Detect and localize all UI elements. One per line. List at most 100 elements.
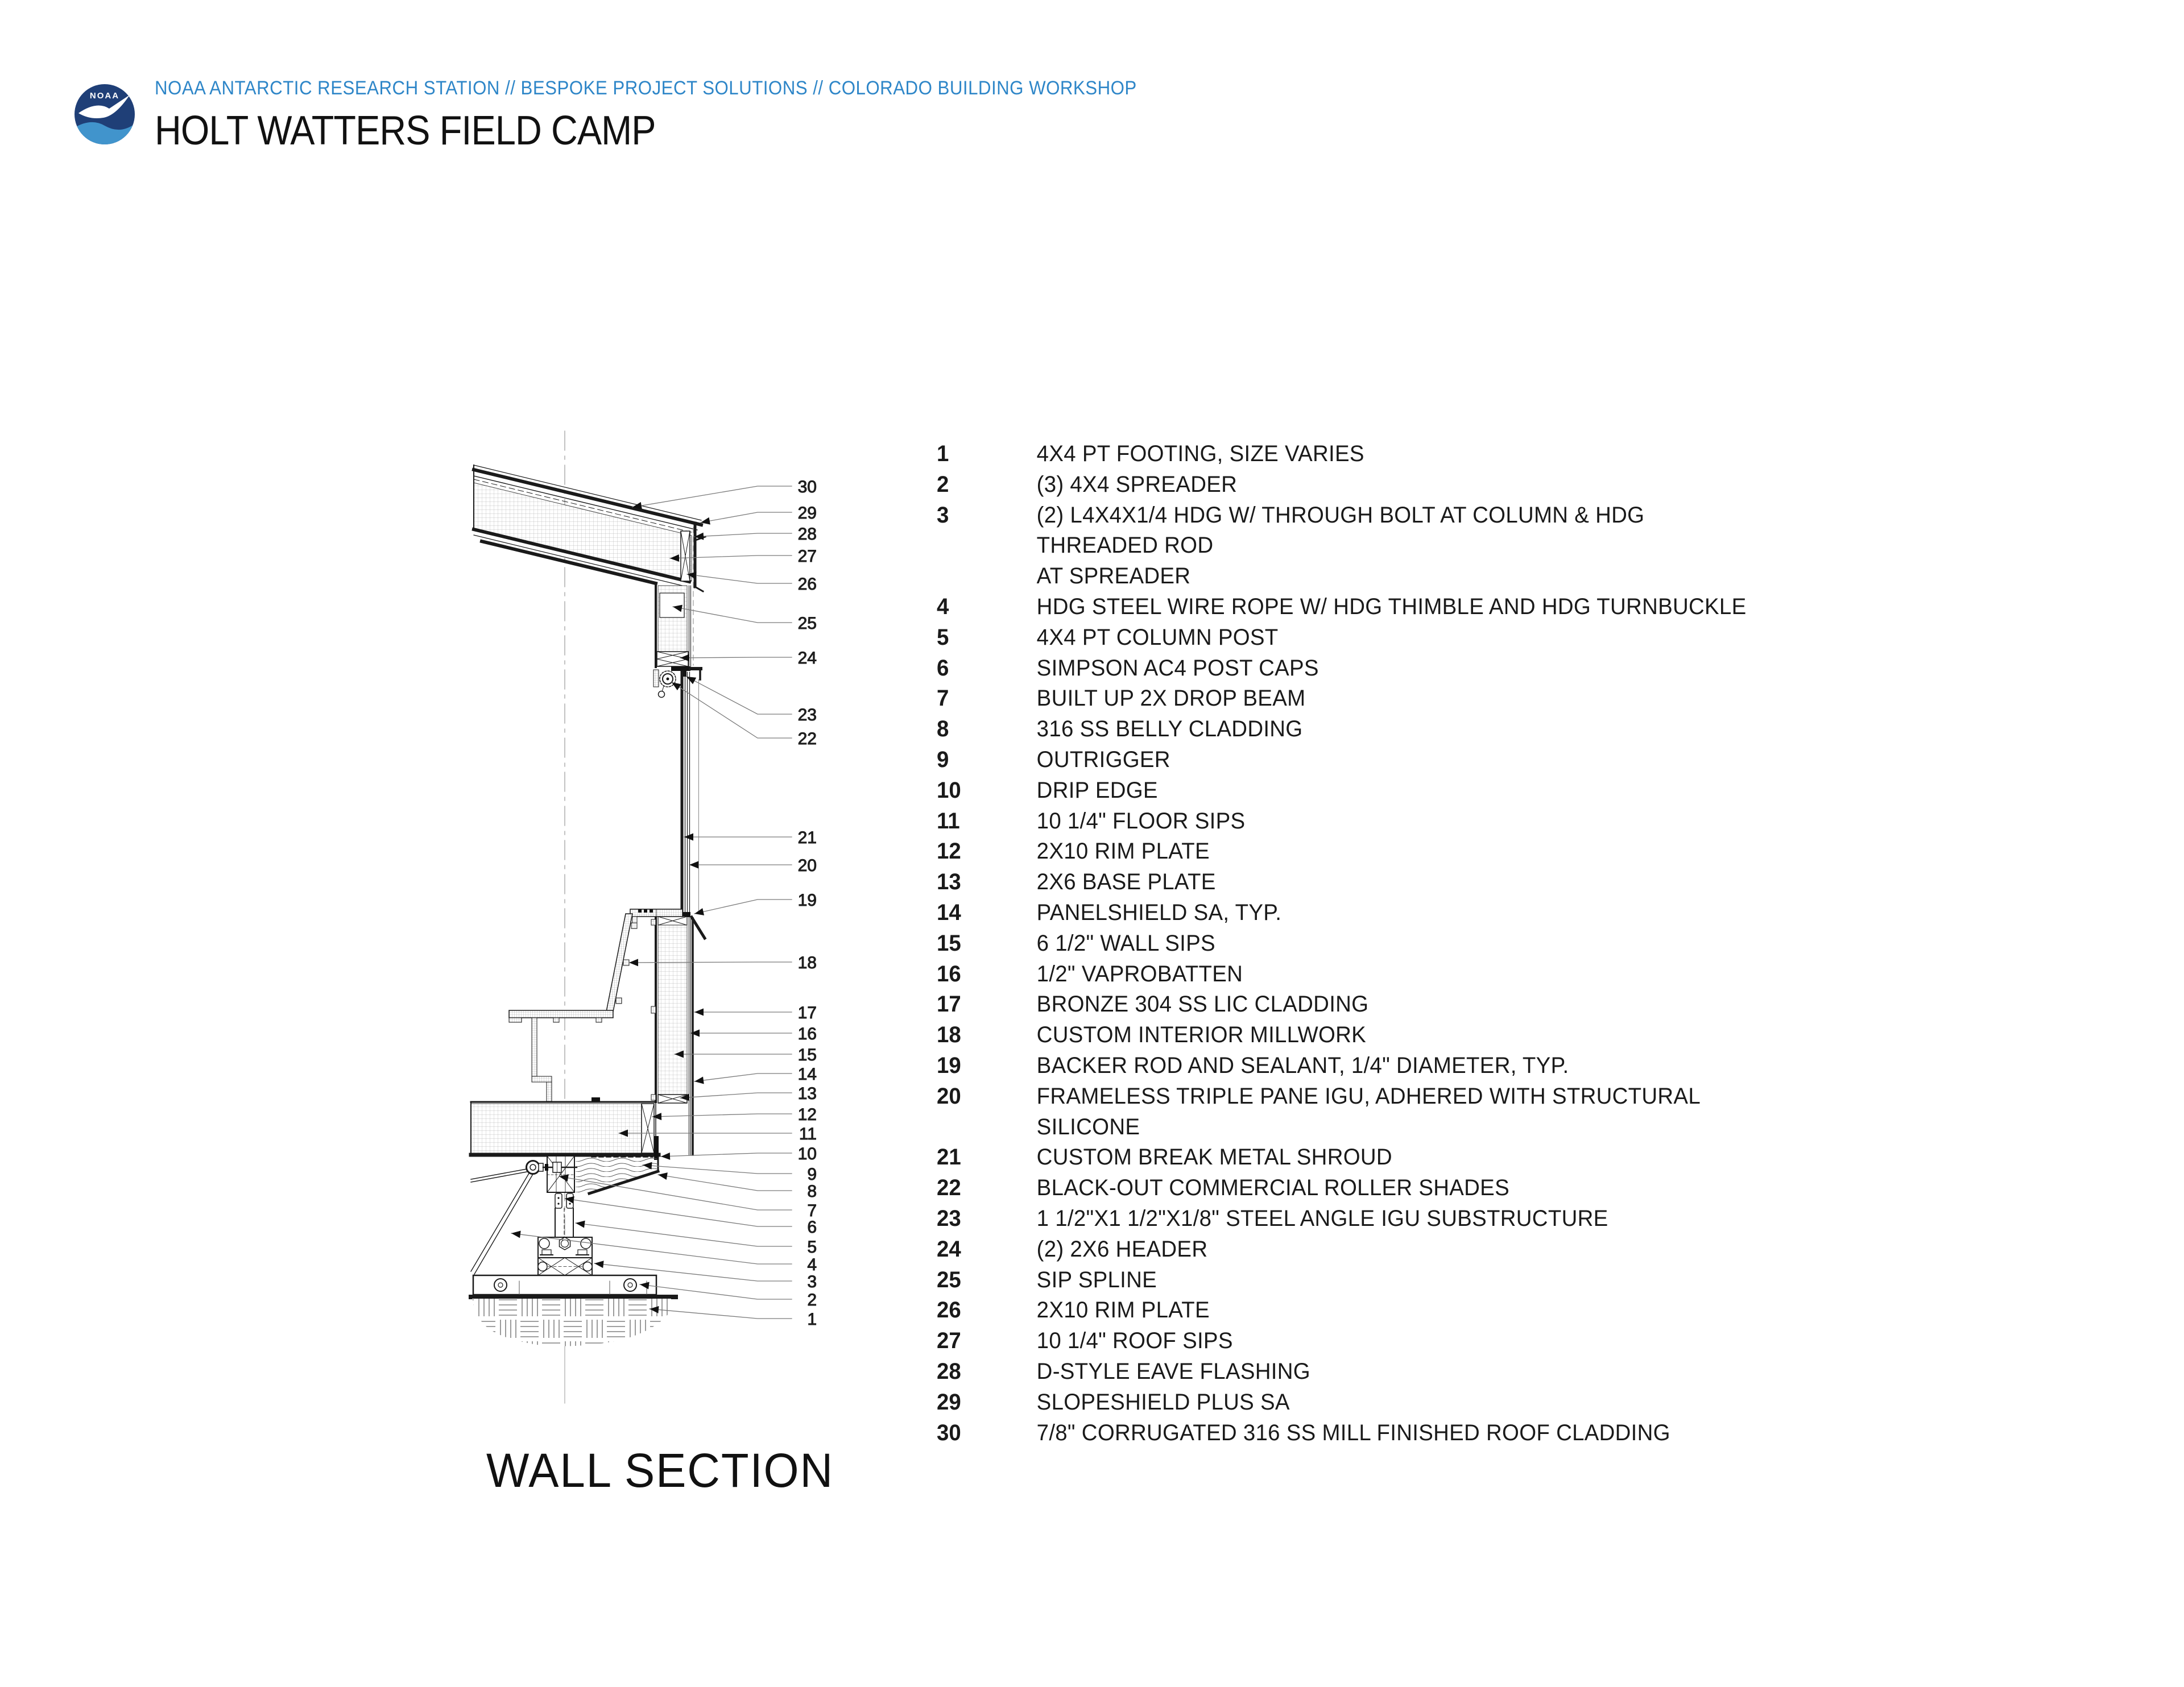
legend-item-label: 10 1/4" FLOOR SIPS: [1036, 808, 1246, 834]
legend-item-number: 26: [937, 1298, 961, 1323]
legend-item-label: 1 1/2"X1 1/2"X1/8" STEEL ANGLE IGU SUBST…: [1036, 1205, 1608, 1231]
callout-number: 10: [798, 1145, 817, 1163]
legend-item-label: BLACK-OUT COMMERCIAL ROLLER SHADES: [1036, 1175, 1509, 1201]
legend-item-label: 6 1/2" WALL SIPS: [1036, 930, 1215, 956]
leader-arrowhead: [680, 1093, 690, 1101]
callout-number: 8: [807, 1182, 817, 1201]
interior-millwork: [508, 909, 683, 1102]
spreader-beam: [472, 1274, 657, 1298]
legend-item: 10 DRIP EDGE: [937, 776, 1789, 806]
legend-item-label: SIP SPLINE: [1036, 1267, 1157, 1292]
drip-edge: [654, 1136, 659, 1160]
callout-number: 25: [798, 614, 817, 633]
legend-item: 25 SIP SPLINE: [937, 1265, 1789, 1296]
leader-arrowhead: [694, 1076, 704, 1084]
legend-item-number: 2: [937, 471, 949, 497]
millwork-seat: [508, 1010, 614, 1018]
legend-item-label: (2) L4X4X1/4 HDG W/ THROUGH BOLT AT COLU…: [1036, 502, 1645, 589]
logo-sea: [75, 122, 135, 144]
leader-arrowhead: [701, 517, 710, 525]
leader-arrowhead: [658, 1172, 668, 1180]
callout-number: 27: [798, 547, 817, 566]
callout-number: 3: [807, 1272, 817, 1291]
legend-item-number: 16: [937, 961, 961, 986]
legend-item: 15 6 1/2" WALL SIPS: [937, 929, 1789, 959]
legend-item-label: D-STYLE EAVE FLASHING: [1036, 1358, 1310, 1384]
leader-arrowhead: [680, 654, 690, 662]
leader-arrowhead: [511, 1230, 521, 1238]
upper-wall: [655, 582, 702, 681]
rim-plate-roof: [680, 530, 690, 582]
leader-arrowhead: [684, 833, 693, 841]
callout-number: 2: [807, 1291, 817, 1309]
leader-arrowhead: [594, 1261, 604, 1269]
legend-item: 3(2) L4X4X1/4 HDG W/ THROUGH BOLT AT COL…: [937, 500, 1789, 592]
drawing-title: WALL SECTION: [486, 1444, 834, 1497]
page-title: HOLT WATTERS FIELD CAMP: [155, 108, 656, 154]
legend-item-number: 10: [937, 777, 961, 803]
callout-number: 28: [798, 525, 817, 544]
legend-item-number: 9: [937, 747, 949, 772]
leader-arrowhead: [690, 1029, 700, 1037]
callout-number: 21: [798, 828, 817, 847]
leader-line: [564, 1198, 792, 1227]
legend-item-label: BACKER ROD AND SEALANT, 1/4" DIAMETER, T…: [1036, 1052, 1569, 1078]
legend-item-number: 15: [937, 930, 961, 956]
legend-item-number: 28: [937, 1358, 961, 1384]
callout-number: 5: [807, 1238, 817, 1257]
legend-item: 11 10 1/4" FLOOR SIPS: [937, 806, 1789, 837]
legend-item: 2(3) 4X4 SPREADER: [937, 470, 1789, 500]
turnbuckle-assembly: [526, 1160, 578, 1175]
belly-cladding: [576, 1157, 660, 1196]
legend-item: 24(2) 2X6 HEADER: [937, 1234, 1789, 1265]
leader-arrowhead: [559, 1174, 569, 1182]
floor-assembly: [469, 1101, 661, 1160]
eave-fascia: [693, 521, 706, 666]
legend-item-label: DRIP EDGE: [1036, 777, 1158, 803]
shade-pull: [657, 690, 665, 698]
legend-item-number: 27: [937, 1328, 961, 1354]
callout-number: 30: [798, 478, 817, 496]
callout-number: 7: [807, 1201, 817, 1220]
drop-beam: [547, 1155, 575, 1193]
legend-item-number: 7: [937, 686, 949, 711]
leader-line: [680, 1092, 792, 1099]
leader-arrowhead: [687, 571, 697, 579]
callout-number: 9: [807, 1165, 817, 1184]
column-post: [555, 1208, 574, 1238]
callout-number: 4: [807, 1255, 817, 1274]
leader-line: [680, 657, 792, 658]
callout-number: 23: [798, 706, 817, 724]
legend-item-number: 14: [937, 900, 961, 925]
callout-number: 29: [798, 504, 817, 523]
leader-line: [649, 1308, 792, 1319]
callout-number: 13: [798, 1084, 817, 1103]
callout-number: 17: [798, 1004, 817, 1022]
legend-item-number: 25: [937, 1267, 961, 1292]
callout-number: 11: [799, 1125, 817, 1143]
legend-item-label: 2X10 RIM PLATE: [1036, 1298, 1210, 1323]
angle-connection: [537, 1257, 593, 1276]
leader-line: [694, 533, 792, 537]
legend-item-label: SLOPESHIELD PLUS SA: [1036, 1389, 1290, 1415]
leader-arrowhead: [629, 959, 639, 967]
leader-arrowhead: [643, 1162, 652, 1170]
glazing-igu: [680, 670, 699, 914]
leader-line: [686, 574, 792, 584]
leader-line: [628, 961, 792, 963]
legend-item-number: 11: [937, 808, 960, 834]
